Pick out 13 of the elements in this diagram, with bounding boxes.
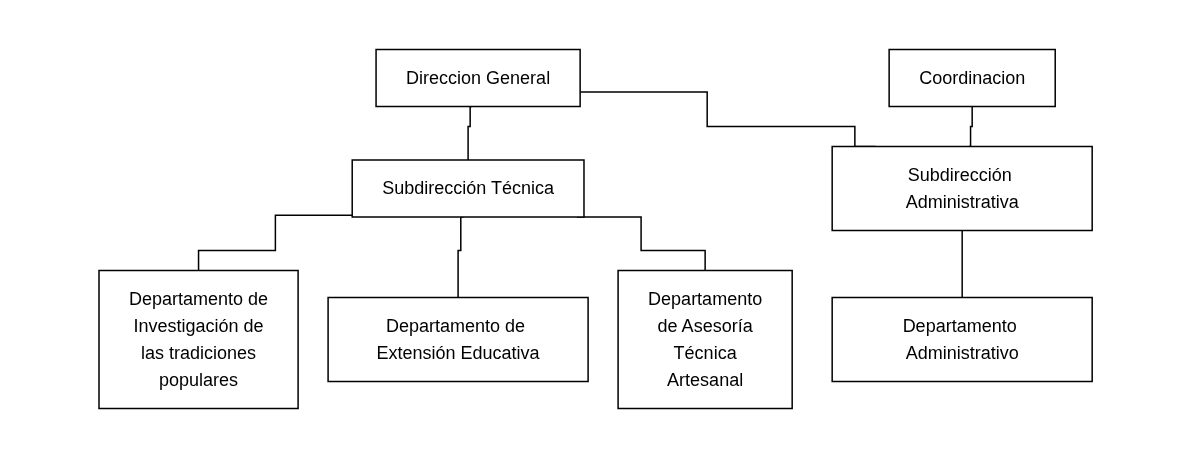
connector [961, 229, 963, 299]
node-box: Departamento de Asesoría Técnica Artesanal [617, 269, 793, 410]
connector [457, 216, 465, 299]
node-box: Direccion General [375, 48, 581, 108]
connector [197, 214, 353, 272]
node-box: Departamento de Investigación de las tradiciones populares [98, 269, 299, 410]
connector [968, 105, 973, 148]
connector [467, 105, 473, 161]
node-box: Subdirección Técnica [351, 159, 585, 218]
node-box: Coordinacion [888, 48, 1056, 108]
node-box: Departamento de Extensión Educativa [327, 296, 589, 383]
node-box: Departamento Administrativo [831, 296, 1093, 383]
node-box: Subdirección Administrativa [831, 145, 1093, 232]
